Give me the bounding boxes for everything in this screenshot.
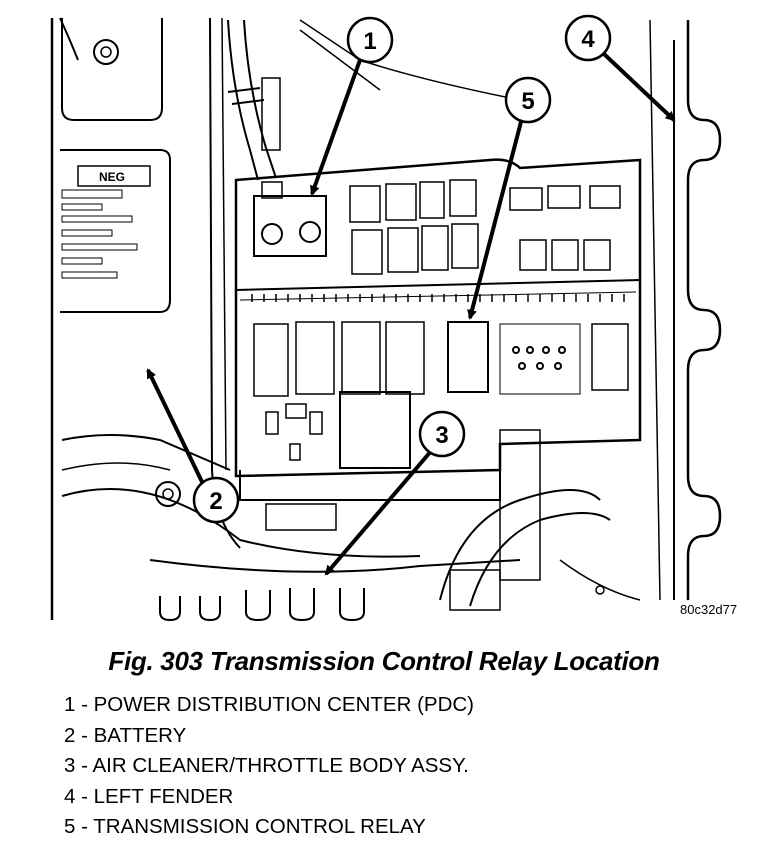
- battery-neg-label: NEG: [99, 170, 125, 184]
- leader-arrow-4: [602, 52, 676, 122]
- transmission-control-relay: [447, 321, 489, 393]
- legend-list: 1 - POWER DISTRIBUTION CENTER (PDC) 2 - …: [64, 690, 474, 843]
- figure-reference-code: 80c32d77: [680, 602, 737, 617]
- callout-number-4: 4: [581, 26, 595, 53]
- callout-circle-4: [564, 14, 612, 62]
- legend-item: 3 - AIR CLEANER/THROTTLE BODY ASSY.: [64, 754, 469, 777]
- callout-circle-5: [504, 76, 552, 124]
- callout-circle-1: [346, 16, 394, 64]
- leader-arrow-3: [324, 448, 434, 576]
- legend-item: 4 - LEFT FENDER: [64, 784, 234, 808]
- battery-label-plate: [77, 165, 151, 187]
- callout-number-2: 2: [209, 488, 222, 515]
- callout-number-1: 1: [363, 28, 376, 55]
- engine-bay-illustration: 1 2 3 4 5 NEG 80c32d77: [50, 14, 737, 622]
- callout-circle-2: [192, 476, 240, 524]
- leader-arrow-2: [146, 368, 206, 487]
- legend-item: 1 - POWER DISTRIBUTION CENTER (PDC): [64, 693, 475, 716]
- legend-item: 2 - BATTERY: [64, 723, 187, 747]
- leader-arrow-1: [309, 59, 362, 196]
- legend-item: 5 - TRANSMISSION CONTROL RELAY: [64, 815, 426, 838]
- callout-number-5: 5: [521, 88, 534, 115]
- callout-circle-3: [418, 410, 466, 458]
- figure-caption: Fig. 303 Transmission Control Relay Loca…: [108, 646, 660, 676]
- leader-arrow-5: [467, 117, 524, 320]
- callout-number-3: 3: [435, 422, 448, 449]
